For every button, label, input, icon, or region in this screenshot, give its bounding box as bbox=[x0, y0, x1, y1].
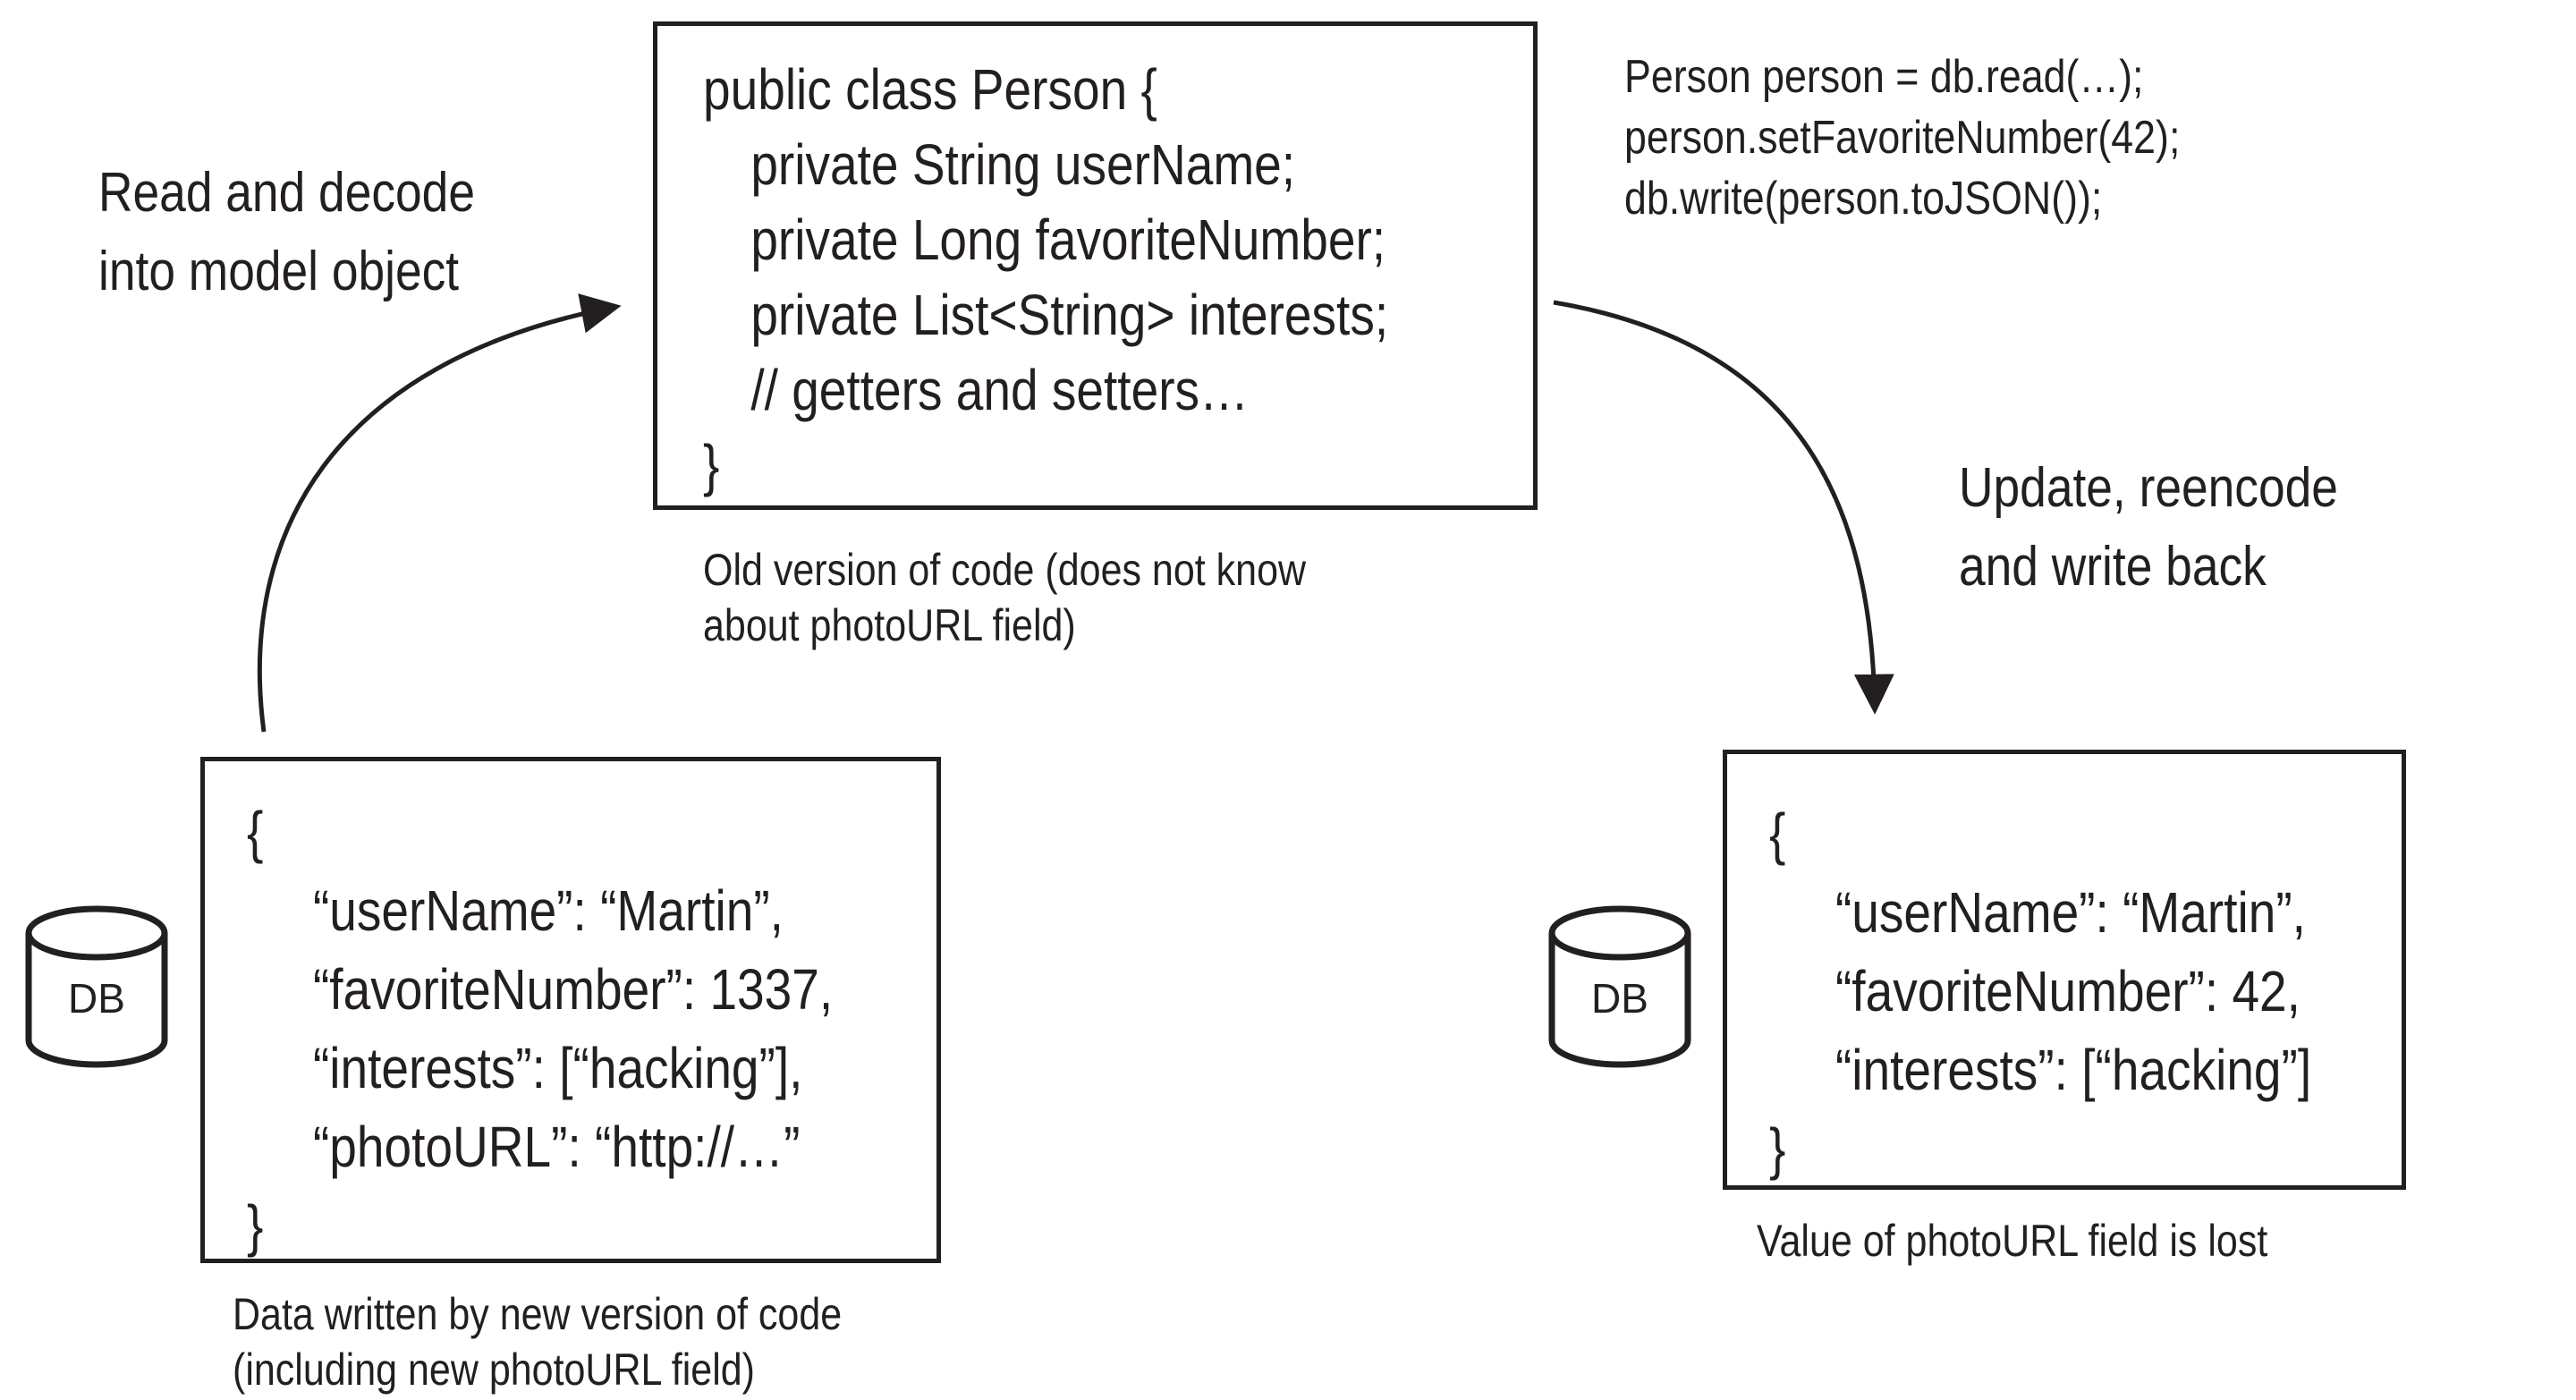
code-line: public class Person { bbox=[703, 57, 1157, 122]
read-decode-label-line: into model object bbox=[98, 241, 460, 302]
old-code-caption: Old version of code (does not know about… bbox=[703, 542, 1306, 653]
json-before-caption: Data written by new version of code (inc… bbox=[233, 1286, 842, 1397]
db-right-label: DB bbox=[1591, 975, 1648, 1022]
json-line: “interests”: [“hacking”], bbox=[312, 1036, 803, 1100]
update-label-line: and write back bbox=[1959, 536, 2267, 598]
snippet-line: db.write(person.toJSON()); bbox=[1624, 173, 2103, 225]
update-label: Update, reencode and write back bbox=[1959, 449, 2338, 607]
json-line: “favoriteNumber”: 42, bbox=[1835, 959, 2301, 1023]
json-before-box bbox=[200, 757, 941, 1263]
db-left-cylinder: DB bbox=[25, 905, 168, 1068]
code-line: private List<String> interests; bbox=[750, 283, 1389, 347]
update-label-line: Update, reencode bbox=[1959, 457, 2338, 519]
snippet-line: person.setFavoriteNumber(42); bbox=[1624, 112, 2181, 164]
json-line: “userName”: “Martin”, bbox=[312, 878, 784, 943]
code-line: // getters and setters… bbox=[750, 358, 1250, 422]
json-line: “userName”: “Martin”, bbox=[1835, 880, 2306, 945]
json-after-caption: Value of photoURL field is lost bbox=[1757, 1213, 2267, 1268]
old-code-box bbox=[653, 21, 1538, 510]
caption-line: Value of photoURL field is lost bbox=[1757, 1216, 2268, 1266]
json-line: “favoriteNumber”: 1337, bbox=[312, 957, 834, 1022]
read-decode-label: Read and decode into model object bbox=[98, 154, 475, 311]
code-line: } bbox=[703, 433, 720, 497]
read-decode-label-line: Read and decode bbox=[98, 162, 475, 224]
json-after-text: { “userName”: “Martin”, “favoriteNumber”… bbox=[1769, 794, 2311, 1188]
db-right-cylinder: DB bbox=[1548, 905, 1691, 1068]
json-line: { bbox=[247, 800, 264, 864]
json-after-box bbox=[1723, 750, 2406, 1190]
write-back-arrow bbox=[1553, 300, 1894, 715]
json-line: “interests”: [“hacking”] bbox=[1835, 1038, 2312, 1102]
db-left-label: DB bbox=[68, 975, 125, 1022]
json-before-text: { “userName”: “Martin”, “favoriteNumber”… bbox=[247, 793, 833, 1265]
caption-line: about photoURL field) bbox=[703, 600, 1076, 650]
new-code-snippet: Person person = db.read(…); person.setFa… bbox=[1624, 47, 2180, 229]
json-line: } bbox=[247, 1193, 264, 1258]
code-line: private String userName; bbox=[750, 132, 1296, 197]
json-line: { bbox=[1769, 802, 1786, 866]
code-line: private Long favoriteNumber; bbox=[750, 208, 1386, 272]
snippet-line: Person person = db.read(…); bbox=[1624, 51, 2144, 103]
json-line: } bbox=[1769, 1116, 1786, 1181]
read-decode-arrow bbox=[257, 293, 622, 733]
json-line: “photoURL”: “http://…” bbox=[312, 1115, 801, 1179]
caption-line: Data written by new version of code bbox=[233, 1289, 843, 1339]
caption-line: Old version of code (does not know bbox=[703, 545, 1307, 595]
old-code-text: public class Person { private String use… bbox=[703, 52, 1388, 503]
caption-line: (including new photoURL field) bbox=[233, 1345, 756, 1395]
